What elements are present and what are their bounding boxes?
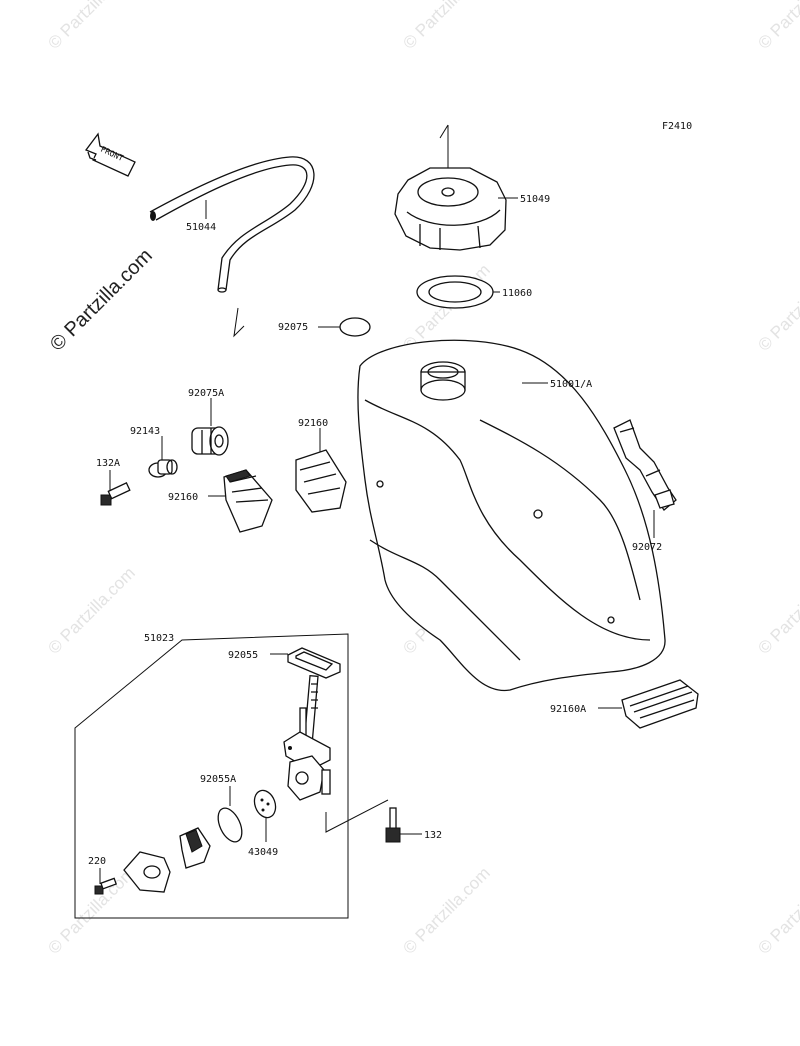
tank-band: [613, 419, 677, 511]
label-92072: 92072: [632, 542, 662, 553]
pad-a: [621, 679, 699, 729]
lever-seal: [253, 789, 277, 819]
plug: [339, 317, 371, 337]
pad-mid: [295, 449, 347, 513]
cock-gasket: [287, 647, 341, 679]
label-51001a: 51001/A: [550, 379, 592, 390]
label-132a: 132A: [96, 458, 120, 469]
label-132: 132: [424, 830, 442, 841]
watermark: © Partzilla.com: [754, 0, 800, 53]
bolt-132a: [100, 482, 131, 506]
label-43049: 43049: [248, 847, 278, 858]
fuel-cap: [394, 124, 507, 251]
breather-hose: [149, 156, 315, 338]
watermark: © Partzilla.com: [754, 260, 800, 354]
damper: [191, 426, 229, 456]
fuel-cock: [283, 674, 331, 801]
label-92160-left: 92160: [168, 492, 198, 503]
watermark: © Partzilla.com: [754, 863, 800, 957]
fuel-tank: [357, 339, 666, 692]
watermark: © Partzilla.com: [44, 863, 138, 957]
label-92055a: 92055A: [200, 774, 236, 785]
watermark: © Partzilla.com: [754, 563, 800, 657]
label-92055: 92055: [228, 650, 258, 661]
label-92160-mid: 92160: [298, 418, 328, 429]
label-220: 220: [88, 856, 106, 867]
fuel-cock-frame: [74, 633, 349, 919]
cock-lever: [179, 827, 211, 869]
label-92075: 92075: [278, 322, 308, 333]
bolt-220: [94, 877, 118, 895]
watermark: © Partzilla.com: [44, 0, 138, 53]
diagram-code: F2410: [662, 121, 692, 132]
watermark-main: © Partzilla.com: [46, 245, 157, 356]
watermark: © Partzilla.com: [44, 563, 138, 657]
label-11060: 11060: [502, 288, 532, 299]
label-92160a: 92160A: [550, 704, 586, 715]
collar: [148, 459, 178, 478]
bolt-132: [385, 807, 401, 843]
pad-left: [223, 469, 273, 533]
label-92075a: 92075A: [188, 388, 224, 399]
label-51049: 51049: [520, 194, 550, 205]
o-ring: [217, 807, 243, 843]
leader-cock-to-bolt: [325, 799, 389, 833]
watermark: © Partzilla.com: [399, 0, 493, 53]
label-51023: 51023: [144, 633, 174, 644]
cock-plate: [123, 851, 171, 893]
watermark: © Partzilla.com: [399, 863, 493, 957]
label-92143: 92143: [130, 426, 160, 437]
front-arrow-icon: FRONT: [84, 132, 136, 177]
label-51044: 51044: [186, 222, 216, 233]
cap-gasket: [416, 275, 494, 309]
